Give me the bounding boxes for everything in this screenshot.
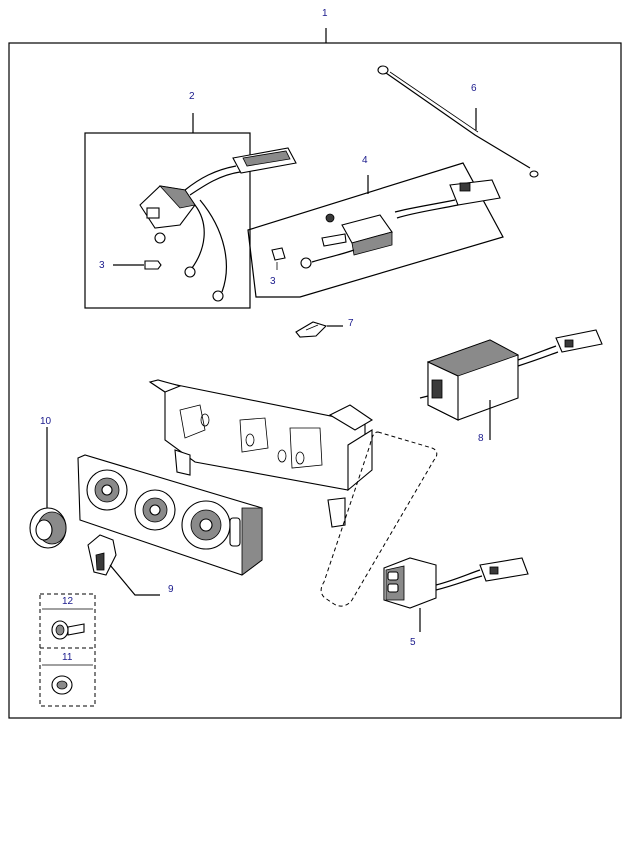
cable-6: [385, 72, 531, 169]
switch-5-btn-a: [387, 571, 399, 581]
switch-knob-stub: [154, 232, 166, 244]
harness-8a: [517, 345, 557, 361]
bracket-side: [347, 429, 373, 492]
switch-shaft: [146, 207, 160, 219]
screw-12-recess: [55, 624, 65, 636]
bulb-3b: [271, 247, 286, 261]
connector-5: [479, 557, 529, 582]
bracket-cutout-c: [289, 427, 323, 469]
part-11-12-group: 12 11: [39, 593, 96, 707]
callout-7: 7: [348, 318, 354, 329]
bulb-3a: [144, 260, 162, 270]
dial-right-center: [199, 518, 213, 532]
cap-11-center: [56, 680, 68, 690]
part-9-group: 9: [87, 534, 174, 596]
harness-8b: [517, 351, 559, 367]
wire-2a: [191, 204, 205, 269]
callout-12: 12: [62, 596, 74, 607]
connector-8-pin: [564, 339, 574, 348]
module-4-side: [351, 231, 393, 256]
bracket-foot-left: [174, 449, 191, 476]
harness-2b: [189, 171, 241, 196]
callout-1: 1: [322, 8, 328, 19]
knob-9-grip: [95, 552, 105, 571]
mounting-bracket: [148, 379, 374, 528]
dial-middle-center: [149, 504, 161, 516]
callout-5: 5: [410, 637, 416, 648]
part-5-group: 5: [383, 557, 529, 648]
terminal-4: [300, 257, 312, 269]
cable-6-eye-bottom: [529, 170, 539, 178]
wire-2b: [199, 199, 227, 293]
inset-box-4: [247, 162, 504, 298]
clip-7: [295, 321, 328, 338]
bracket-hole-b: [245, 433, 255, 447]
harness-4a: [394, 199, 456, 213]
harness-5b: [435, 575, 483, 591]
bracket-flange: [328, 404, 374, 431]
callout-8: 8: [478, 433, 484, 444]
bracket-hole-c: [277, 449, 287, 463]
bracket-cutout-b: [239, 417, 269, 453]
callout-11: 11: [62, 652, 73, 663]
callout-10: 10: [40, 416, 52, 427]
connector-8: [555, 329, 603, 353]
ring-10-hole: [35, 519, 53, 541]
wire-4: [311, 249, 355, 263]
callout-9: 9: [168, 584, 174, 595]
harness-4b: [396, 204, 459, 219]
dial-left-center: [101, 484, 113, 496]
bracket-cutout-a: [179, 404, 206, 439]
connector-4a-pin: [459, 182, 471, 192]
main-frame: [8, 42, 622, 719]
module-8-front: [427, 361, 459, 421]
callout-3b: 3: [270, 276, 276, 287]
part-8-group: 8: [419, 329, 603, 444]
module-8-toggle: [431, 379, 443, 399]
part-6-group: 6: [377, 65, 539, 178]
part-2-group: 2 3: [84, 91, 297, 309]
terminal-2a: [184, 266, 196, 278]
bulbholder-4: [321, 233, 347, 247]
part-7-group: 7: [295, 318, 354, 338]
panel-side: [241, 507, 263, 576]
callout-4: 4: [362, 155, 368, 166]
callout-3a: 3: [99, 260, 105, 271]
bracket-foot: [327, 497, 346, 528]
switch-5-btn-b: [387, 583, 399, 593]
bracket-body: [149, 381, 366, 491]
callout-2: 2: [189, 91, 195, 102]
bracket-hole-d: [295, 451, 305, 465]
part-4-group: 4 3: [247, 155, 504, 298]
cable-6-eye-top: [377, 65, 389, 75]
screw-12-shank: [67, 623, 85, 636]
leader-9: [109, 564, 160, 596]
clip-7-detail: [305, 324, 319, 331]
connector-5-pin: [489, 566, 499, 575]
connector-2-face: [242, 150, 291, 167]
part-10-group: 10: [29, 416, 67, 549]
bracket-hole-a: [200, 413, 210, 427]
dashed-link-5: [320, 431, 438, 607]
inset-box-2: [84, 132, 251, 309]
callout-6: 6: [471, 83, 477, 94]
cable-6-edge: [389, 71, 479, 133]
terminal-2b: [212, 290, 224, 302]
harness-2a: [184, 165, 237, 191]
harness-5a: [435, 569, 481, 586]
switch-5-face: [385, 565, 405, 601]
control-panel: [77, 454, 263, 576]
connector-4a: [449, 179, 501, 206]
screw-4: [325, 213, 335, 223]
module-8-stem: [419, 395, 429, 399]
panel-slot: [229, 517, 241, 547]
bracket-tab-top: [148, 379, 182, 393]
